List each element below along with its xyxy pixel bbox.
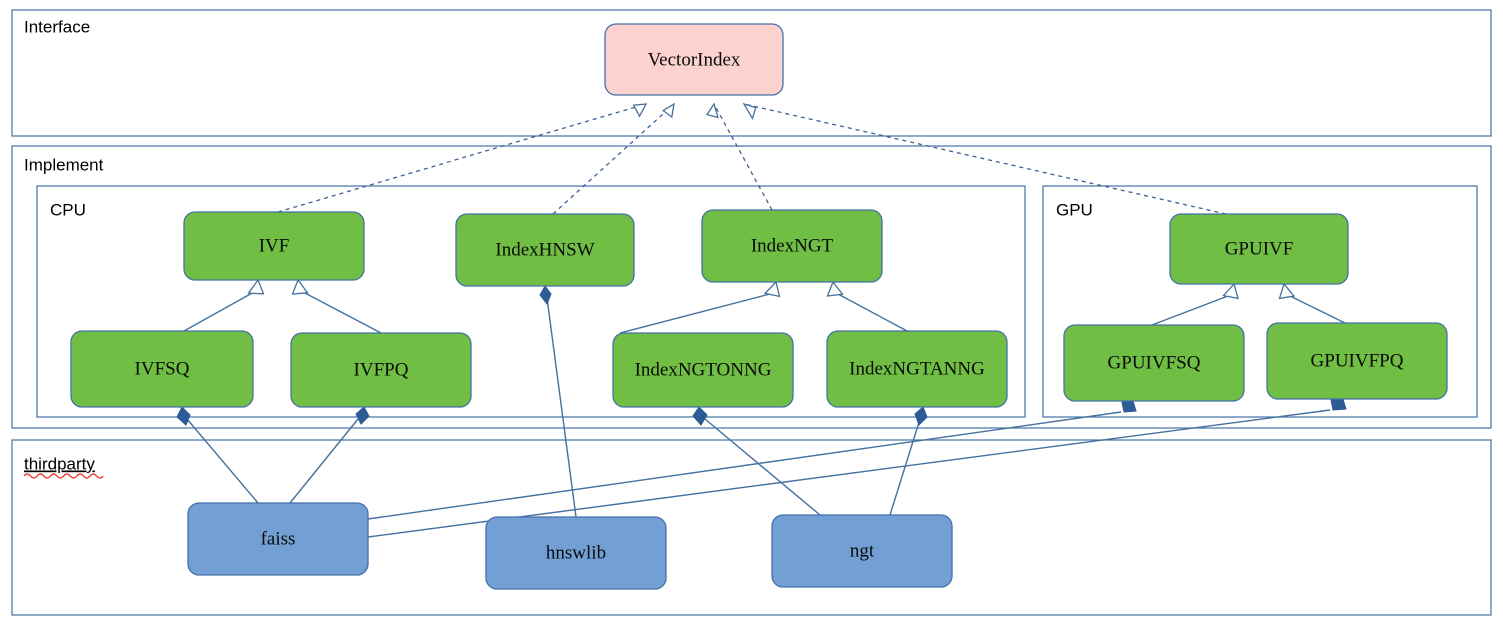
node-faiss[interactable]: faiss [187,502,369,576]
node-indexngt-label: IndexNGT [751,235,834,256]
node-gpuivf-rect [1169,213,1349,285]
node-gpuivfpq-label: GPUIVFPQ [1311,350,1404,371]
node-indexngtonng[interactable]: IndexNGTONNG [612,332,794,408]
node-ivfpq-rect [290,332,472,408]
node-ngt-rect [771,514,953,588]
cluster-gpu-rect [1042,185,1478,418]
node-ivfsq-rect [70,330,254,408]
cluster-cpu[interactable]: CPU [36,185,1026,418]
edge-ivf-realizes-vectorindex [277,103,648,213]
node-indexngtanng-label: IndexNGTANNG [849,358,985,379]
edge-ivfpq-inherits-ivf [291,278,382,334]
node-vectorindex-label: VectorIndex [648,49,741,70]
node-gpuivfsq-label: GPUIVFSQ [1108,352,1201,373]
node-faiss-rect [187,502,369,576]
node-hnswlib-rect [485,516,667,590]
node-ivf-label: IVF [259,235,290,256]
node-indexngt[interactable]: IndexNGT [701,209,883,283]
node-gpuivfsq-rect [1063,324,1245,402]
node-ngt[interactable]: ngt [771,514,953,588]
node-ngt-label: ngt [850,540,875,561]
edge-indexhnsw-realizes-vectorindex [552,102,675,215]
edge-faiss-composes-ivfpq [289,406,370,504]
node-vectorindex[interactable]: VectorIndex [604,23,784,96]
cluster-cpu-rect [36,185,1026,418]
node-hnswlib[interactable]: hnswlib [485,516,667,590]
node-indexngtanng-rect [826,330,1008,408]
cluster-gpu[interactable]: GPU [1042,185,1478,418]
node-indexngtonng-label: IndexNGTONNG [635,359,772,380]
node-ivf-rect [183,211,365,281]
node-ivfsq-label: IVFSQ [135,358,190,379]
edge-indexngtanng-inherits-indexngt [826,280,908,332]
edge-ngt-composes-indexngtanng [889,406,928,516]
edge-gpuivf-realizes-vectorindex [742,102,1227,215]
node-gpuivfpq[interactable]: GPUIVFPQ [1266,322,1448,400]
container-thirdparty-label: thirdparty [24,454,95,473]
node-ivf[interactable]: IVF [183,211,365,281]
node-hnswlib-label: hnswlib [546,542,606,563]
cluster-gpu-label: GPU [1056,200,1093,219]
node-indexhnsw-label: IndexHNSW [495,239,594,260]
edge-faiss-composes-ivfsq [176,406,259,504]
node-gpuivf[interactable]: GPUIVF [1169,213,1349,285]
node-indexngtanng[interactable]: IndexNGTANNG [826,330,1008,408]
node-gpuivfpq-rect [1266,322,1448,400]
node-indexhnsw[interactable]: IndexHNSW [455,213,635,287]
edge-faiss-composes-gpuivfsq [367,400,1137,520]
node-ivfsq[interactable]: IVFSQ [70,330,254,408]
container-interface-label: Interface [24,17,90,36]
node-ivfpq[interactable]: IVFPQ [290,332,472,408]
edge-gpuivfpq-inherits-gpuivf [1278,282,1346,324]
node-vectorindex-rect [604,23,784,96]
edge-hnswlib-composes-indexhnsw [539,285,577,518]
node-gpuivf-label: GPUIVF [1225,238,1294,259]
cluster-cpu-label: CPU [50,200,86,219]
edge-ngt-composes-indexngtonng [692,406,821,516]
spellcheck-squiggle-icon [23,473,104,479]
node-gpuivfsq[interactable]: GPUIVFSQ [1063,324,1245,402]
node-faiss-label: faiss [261,528,296,549]
node-indexngt-rect [701,209,883,283]
node-ivfpq-label: IVFPQ [354,359,409,380]
edge-faiss-composes-gpuivfpq [367,398,1347,538]
node-indexngtonng-rect [612,332,794,408]
edge-gpuivfsq-inherits-gpuivf [1151,282,1239,326]
edge-ivfsq-inherits-ivf [183,278,265,332]
edge-indexngtonng-inherits-indexngt [619,280,781,334]
edge-indexngt-realizes-vectorindex [705,102,773,211]
container-implement-label: Implement [24,155,104,174]
node-indexhnsw-rect [455,213,635,287]
